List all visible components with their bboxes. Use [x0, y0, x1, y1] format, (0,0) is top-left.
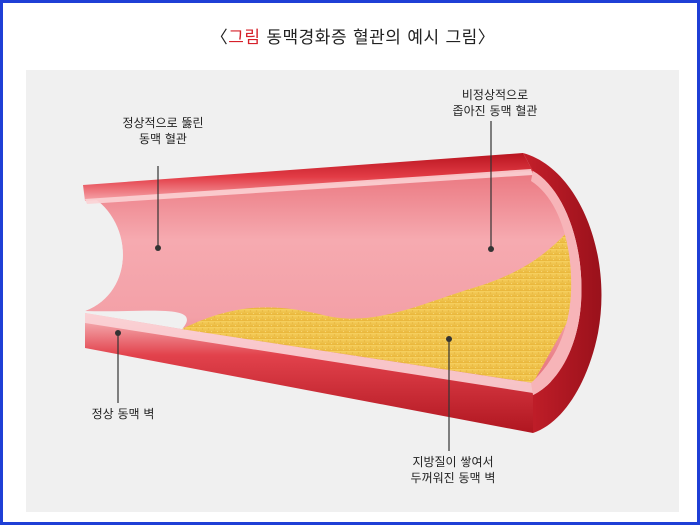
label-normal-open-artery: 정상적으로 뚫린 동맥 혈관	[108, 115, 218, 147]
label-thickened-wall: 지방질이 쌓여서 두꺼워진 동맥 벽	[393, 454, 513, 486]
label-line: 비정상적으로	[461, 88, 529, 102]
label-line: 정상적으로 뚫린	[122, 116, 204, 130]
figure-title: 〈그림 동맥경화증 혈관의 예시 그림〉	[3, 23, 700, 48]
artery-opening-left	[85, 193, 123, 311]
label-line: 두꺼워진 동맥 벽	[410, 471, 496, 485]
artery-wall-top	[83, 153, 533, 201]
title-text: 동맥경화증 혈관의 예시 그림	[260, 28, 478, 48]
label-line: 지방질이 쌓여서	[412, 455, 494, 469]
artery-illustration	[83, 121, 602, 451]
artery-wall-top-highlight	[85, 169, 533, 204]
artery-wall-bottom-highlight	[85, 313, 533, 393]
label-line: 좁아진 동맥 혈관	[452, 104, 538, 118]
leader-normal-open	[155, 166, 161, 251]
artery-wall-bottom	[85, 313, 533, 433]
title-accent: 그림	[228, 28, 261, 48]
artery-rim-inner-pink	[531, 171, 582, 395]
label-narrowed-artery: 비정상적으로 좁아진 동맥 혈관	[435, 87, 555, 119]
title-close-bracket: 〉	[477, 28, 496, 48]
title-open-bracket: 〈	[210, 28, 229, 48]
label-line: 정상 동맥 벽	[91, 407, 155, 421]
leader-thickened-wall	[446, 336, 452, 451]
label-line: 동맥 혈관	[139, 132, 187, 146]
artery-rim-right	[523, 153, 602, 433]
label-normal-wall: 정상 동맥 벽	[78, 406, 168, 422]
leader-normal-wall	[115, 330, 121, 403]
leader-narrowed	[488, 121, 494, 252]
